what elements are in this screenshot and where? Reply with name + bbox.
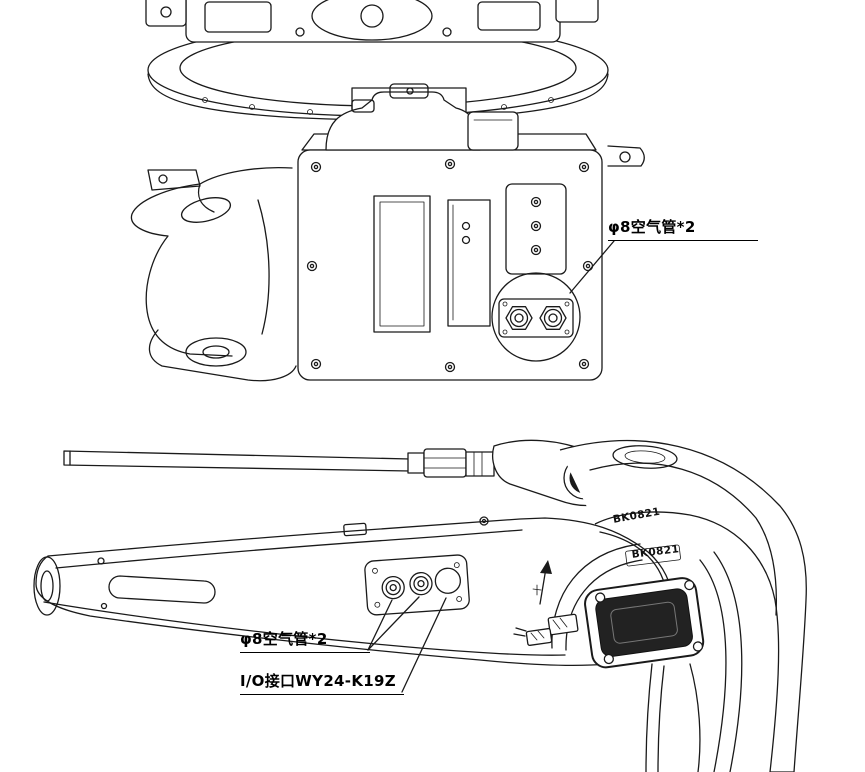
arm-air-fitting-1 bbox=[381, 575, 405, 600]
io-port-label: I/O接口WY24-K19Z bbox=[240, 672, 404, 695]
air-fitting-hex-1 bbox=[505, 306, 533, 330]
box-right-panel bbox=[505, 183, 567, 275]
wrist-neck bbox=[325, 83, 519, 151]
wrist-actuator-top bbox=[145, 0, 599, 43]
cable-bundle bbox=[645, 551, 743, 772]
box-screws bbox=[306, 158, 594, 373]
part-marking-frame bbox=[625, 544, 681, 567]
arm-air-fitting-2 bbox=[409, 572, 433, 596]
motor-block bbox=[584, 577, 705, 669]
base-arm-silhouette bbox=[130, 166, 297, 382]
io-port-circle bbox=[434, 567, 462, 594]
leader-lines-bottom bbox=[367, 596, 447, 693]
air-tube-label-bottom: φ8空气管*2 bbox=[240, 630, 370, 653]
junction-box bbox=[297, 133, 603, 381]
box-cover-plate bbox=[447, 199, 491, 327]
joint-direction-arrow bbox=[532, 560, 552, 605]
top-view-wrist-junction-box bbox=[130, 0, 645, 382]
motor-cable-connectors bbox=[513, 613, 579, 646]
elbow-fork bbox=[559, 440, 807, 772]
linkage-rod bbox=[63, 448, 495, 478]
box-window bbox=[373, 195, 431, 333]
rod-hex-coupler bbox=[423, 448, 495, 478]
leader-line-air-tube-top bbox=[569, 240, 615, 294]
air-fitting-callout bbox=[491, 240, 615, 362]
arm-connector-plate bbox=[364, 554, 470, 616]
air-tube-label-top: φ8空气管*2 bbox=[608, 218, 758, 241]
air-fitting-hex-2 bbox=[539, 306, 567, 330]
bottom-view-arm bbox=[33, 439, 807, 772]
